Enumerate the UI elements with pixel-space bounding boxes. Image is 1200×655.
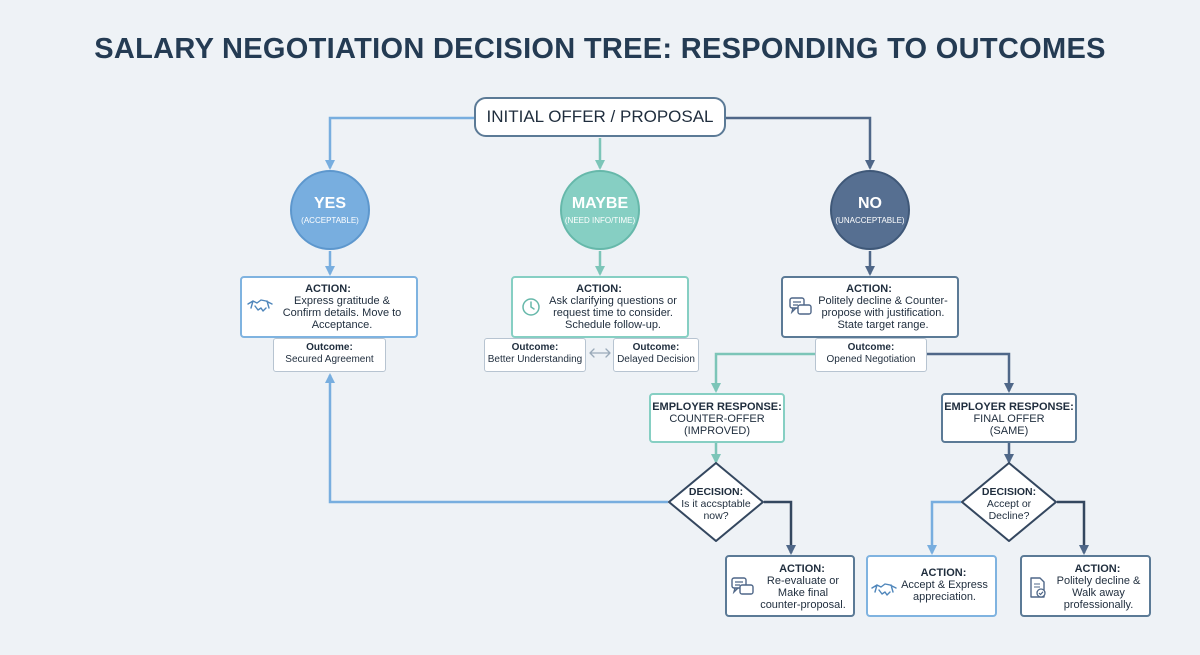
branch-maybe-sub: (NEED INFO/TIME) [564,216,636,225]
action-reevaluate-text: Re-evaluate or Make final counter-propos… [760,575,846,611]
chat-bubbles-icon [729,575,757,597]
clock-icon [517,295,545,317]
decision-left-line1: Is it accsptable [681,498,751,510]
employer-response-final-offer: EMPLOYER RESPONSE: FINAL OFFER (SAME) [941,393,1077,443]
action-accept-text: Accept & Express appreciation. [901,579,988,603]
action-walk-away-box: ACTION: Politely decline & Walk away pro… [1020,555,1151,617]
action-yes-text: Express gratitude & Confirm details. Mov… [282,295,402,331]
action-no-head: ACTION: [846,283,892,295]
decision-right-line2: Decline? [988,510,1030,522]
action-maybe-text: Ask clarifying questions or request time… [549,295,677,331]
handshake-icon [246,295,274,315]
outcome-maybe-delayed-decision: Outcome: Delayed Decision [613,338,699,372]
root-node-initial-offer: INITIAL OFFER / PROPOSAL [474,97,726,137]
outcome-maybe-better-understanding: Outcome: Better Understanding [484,338,586,372]
action-maybe-head: ACTION: [576,283,622,295]
chat-bubbles-icon [787,295,815,317]
connector-decision-reevaluate [764,500,796,555]
branch-maybe-label: MAYBE [571,195,629,212]
action-walk-away-head: ACTION: [1074,563,1121,575]
outcome-no-label: Outcome: [847,342,895,353]
employer-response-final-head: EMPLOYER RESPONSE: [944,401,1074,413]
action-accept-box: ACTION: Accept & Express appreciation. [866,555,997,617]
connector-negotiation-counter [711,352,815,393]
employer-response-final-line2: (SAME) [989,425,1029,437]
action-no-box: ACTION: Politely decline & Counter-propo… [781,276,959,338]
outcome-maybe-b-label: Outcome: [632,342,680,353]
decision-left-line2: now? [703,510,729,522]
document-check-icon [1024,575,1052,599]
outcome-maybe-b-value: Delayed Decision [617,354,695,365]
connector-root-yes [325,116,474,170]
branch-yes: YES (ACCEPTABLE) [290,170,370,250]
handshake-icon [870,579,898,599]
action-yes-box: ACTION: Express gratitude & Confirm deta… [240,276,418,338]
connector-decision-loopback [325,373,668,504]
decision-right-head: DECISION: [981,486,1037,498]
decision-right-line1: Accept or [986,498,1032,510]
page-title: SALARY NEGOTIATION DECISION TREE: RESPON… [94,33,1106,65]
employer-response-counter-line2: (IMPROVED) [684,425,750,437]
action-accept-head: ACTION: [920,567,967,579]
branch-maybe: MAYBE (NEED INFO/TIME) [560,170,640,250]
branch-no: NO (UNACCEPTABLE) [830,170,910,250]
action-reevaluate-box: ACTION: Re-evaluate or Make final counte… [725,555,855,617]
action-reevaluate-head: ACTION: [779,563,825,575]
action-no-text: Politely decline & Counter-propose with … [818,295,948,331]
decision-accept-or-decline: DECISION: Accept or Decline? [961,462,1057,542]
connector-decision-walkaway [1057,500,1089,555]
outcome-no: Outcome: Opened Negotiation [815,338,927,372]
outcome-maybe-a-value: Better Understanding [487,354,583,365]
employer-response-final-line1: FINAL OFFER [973,413,1045,425]
double-arrow-icon [589,348,611,358]
branch-yes-sub: (ACCEPTABLE) [301,216,359,225]
outcome-no-value: Opened Negotiation [826,354,916,365]
outcome-yes-value: Secured Agreement [285,354,374,365]
employer-response-counter-offer: EMPLOYER RESPONSE: COUNTER-OFFER (IMPROV… [649,393,785,443]
action-yes-head: ACTION: [305,283,351,295]
employer-response-counter-head: EMPLOYER RESPONSE: [652,401,782,413]
action-maybe-box: ACTION: Ask clarifying questions or requ… [511,276,689,338]
branch-yes-label: YES [313,195,346,212]
decision-left-head: DECISION: [688,486,744,498]
action-walk-away-text: Politely decline & Walk away professiona… [1056,575,1141,611]
branch-no-label: NO [858,195,882,212]
connector-negotiation-final [927,352,1014,393]
employer-response-counter-line1: COUNTER-OFFER [669,413,765,425]
connector-decision-accept [927,500,961,555]
outcome-maybe-a-label: Outcome: [511,342,559,353]
outcome-yes-label: Outcome: [306,342,353,353]
branch-no-sub: (UNACCEPTABLE) [835,216,905,225]
decision-acceptable-now: DECISION: Is it accsptable now? [668,462,764,542]
connector-root-no [726,116,875,170]
outcome-yes: Outcome: Secured Agreement [273,338,386,372]
